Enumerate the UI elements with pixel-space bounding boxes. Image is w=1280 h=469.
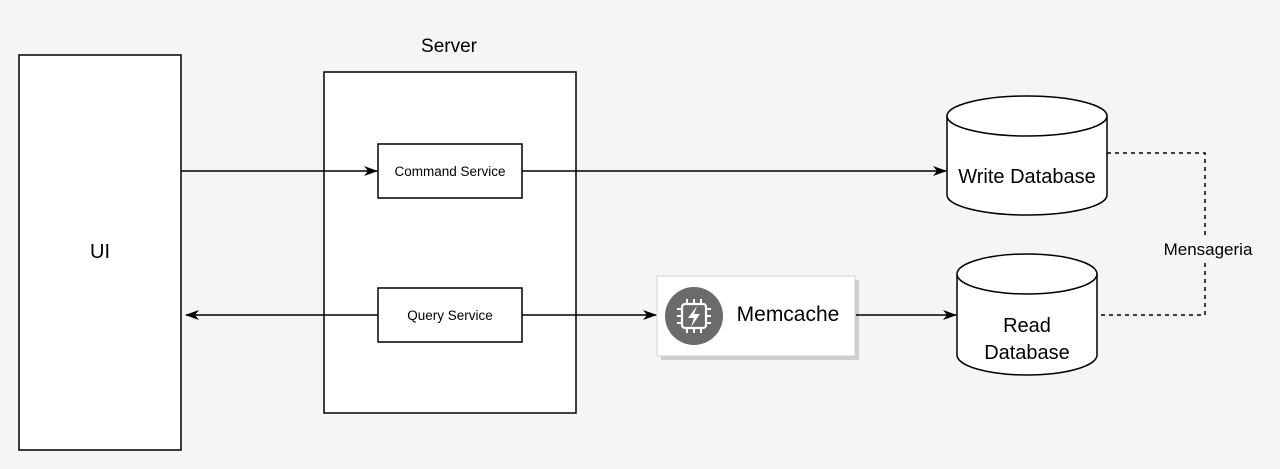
server-box[interactable]: Server <box>323 36 577 414</box>
read-database-label-line2: Database <box>984 342 1070 364</box>
memcache-box[interactable]: Memcache <box>656 275 859 360</box>
ui-label: UI <box>90 241 110 263</box>
read-database-label-line1: Read <box>1003 315 1051 337</box>
command-service-label: Command Service <box>394 164 505 179</box>
sync-dashed-link <box>1097 152 1206 316</box>
mensageria-label: Mensageria <box>1164 240 1253 259</box>
query-service-label: Query Service <box>407 308 493 323</box>
command-service-box[interactable]: Command Service <box>377 143 523 199</box>
query-service-box[interactable]: Query Service <box>377 287 523 343</box>
write-database[interactable]: Write Database <box>946 95 1108 216</box>
server-title: Server <box>421 36 478 57</box>
lightning-chip-icon <box>665 287 723 345</box>
ui-box[interactable]: UI <box>18 54 182 451</box>
memcache-label: Memcache <box>737 303 840 326</box>
read-database[interactable]: Read Database <box>956 253 1098 376</box>
write-database-label: Write Database <box>958 166 1095 188</box>
